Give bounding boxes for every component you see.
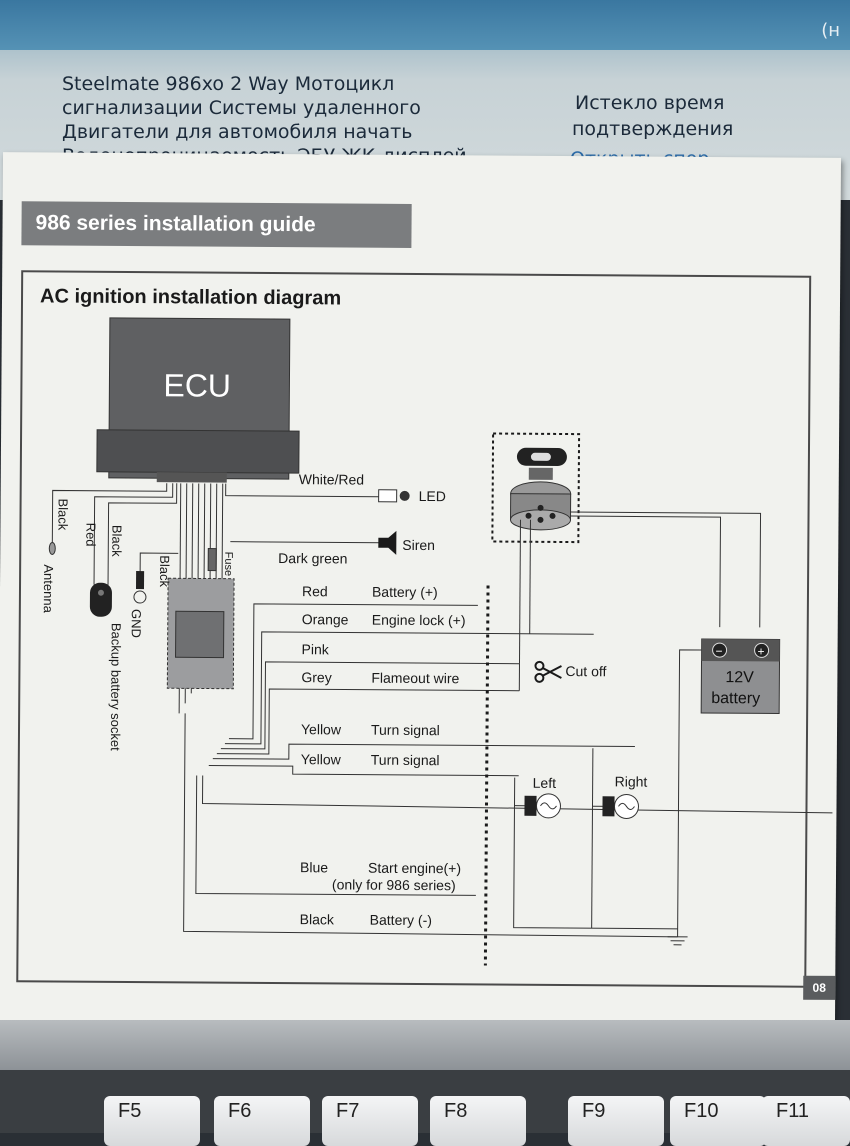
key-f11[interactable]: F11 bbox=[762, 1096, 850, 1146]
install-boundary-line bbox=[483, 585, 490, 966]
siren-icon bbox=[378, 530, 397, 555]
gnd-label: GND bbox=[129, 609, 144, 638]
led-wire-label: White/Red bbox=[299, 471, 364, 487]
backup-battery-label: Backup battery socket bbox=[108, 623, 124, 751]
relay-module bbox=[175, 610, 225, 659]
led-bulb-icon bbox=[399, 490, 410, 501]
laptop-bezel bbox=[0, 1020, 850, 1070]
ecu-unit: ECU bbox=[96, 317, 300, 483]
wire-function-6: Start engine(+) bbox=[368, 860, 461, 877]
siren-label: Siren bbox=[402, 537, 435, 553]
wire-color-5: Yellow bbox=[301, 751, 342, 767]
key-f8[interactable]: F8 bbox=[430, 1096, 526, 1146]
key-f9[interactable]: F9 bbox=[568, 1096, 664, 1146]
order-status-line-2: подтверждения bbox=[572, 118, 734, 140]
led-icon bbox=[378, 489, 398, 503]
wire-color-6: Blue bbox=[300, 859, 328, 875]
wire-function-4: Turn signal bbox=[371, 722, 440, 738]
installation-guide-sheet: 986 series installation guide 08 AC igni… bbox=[0, 152, 842, 1028]
svg-text:−: − bbox=[716, 644, 723, 658]
wire-color-7: Black bbox=[300, 911, 335, 927]
key-f5[interactable]: F5 bbox=[104, 1096, 200, 1146]
ground-symbol-icon bbox=[667, 936, 688, 946]
car-battery: − + 12V battery bbox=[700, 638, 781, 715]
right-lamp-label: Right bbox=[615, 773, 648, 789]
fuse-icon bbox=[207, 548, 217, 572]
battery-label: battery bbox=[711, 690, 760, 707]
wire-color-4: Yellow bbox=[301, 721, 342, 737]
antenna-wire-label: Black bbox=[55, 498, 70, 530]
fuse-label: Fuse bbox=[222, 552, 234, 577]
wire-function-1: Engine lock (+) bbox=[372, 612, 466, 629]
wire-color-2: Pink bbox=[302, 641, 330, 657]
key-f10[interactable]: F10 bbox=[670, 1096, 766, 1146]
backup-red-wire-label: Red bbox=[83, 523, 98, 547]
ecu-connector bbox=[156, 472, 227, 483]
wire-color-1: Orange bbox=[302, 611, 349, 627]
wire-color-0: Red bbox=[302, 583, 328, 599]
svg-text:+: + bbox=[758, 644, 765, 658]
corner-text: (н bbox=[821, 20, 840, 41]
cut-off-label: Cut off bbox=[565, 663, 606, 679]
led-label: LED bbox=[419, 488, 446, 504]
key-f7[interactable]: F7 bbox=[322, 1096, 418, 1146]
wire-function-7: Battery (-) bbox=[370, 912, 432, 928]
gnd-ring-icon bbox=[133, 590, 147, 604]
browser-top-bar bbox=[0, 0, 850, 50]
right-lamp-icon bbox=[602, 793, 639, 819]
antenna-icon bbox=[48, 541, 56, 555]
gnd-wire-label: Black bbox=[157, 555, 172, 587]
wire-function-3: Flameout wire bbox=[371, 670, 459, 687]
left-lamp-label: Left bbox=[533, 775, 557, 791]
battery-plus-icon bbox=[754, 642, 770, 658]
backup-black-wire-label: Black bbox=[109, 525, 124, 557]
wire-function-0: Battery (+) bbox=[372, 584, 438, 600]
wire-color-3: Grey bbox=[301, 669, 331, 685]
ecu-label: ECU bbox=[163, 367, 231, 403]
battery-voltage: 12V bbox=[725, 669, 754, 686]
wire-function-5: Turn signal bbox=[371, 752, 440, 768]
battery-minus-icon bbox=[712, 642, 728, 658]
ignition-switch bbox=[491, 432, 581, 544]
start-engine-note: (only for 986 series) bbox=[332, 876, 456, 893]
gnd-connector bbox=[135, 571, 145, 590]
diagram-title: AC ignition installation diagram bbox=[40, 285, 341, 309]
cut-off-scissors-icon bbox=[534, 660, 562, 683]
wiring-diagram: AC ignition installation diagram ECU Fus… bbox=[40, 285, 833, 966]
wire-labels: Red Battery (+) Orange Engine lock (+) P… bbox=[300, 583, 466, 928]
ecu-base bbox=[96, 429, 300, 474]
antenna-label: Antenna bbox=[41, 564, 56, 613]
order-status-line-1: Истекло время bbox=[575, 92, 725, 114]
backup-battery-socket-icon bbox=[89, 582, 112, 617]
key-f6[interactable]: F6 bbox=[214, 1096, 310, 1146]
left-lamp-icon bbox=[524, 793, 561, 819]
siren-wire-label: Dark green bbox=[278, 550, 347, 566]
